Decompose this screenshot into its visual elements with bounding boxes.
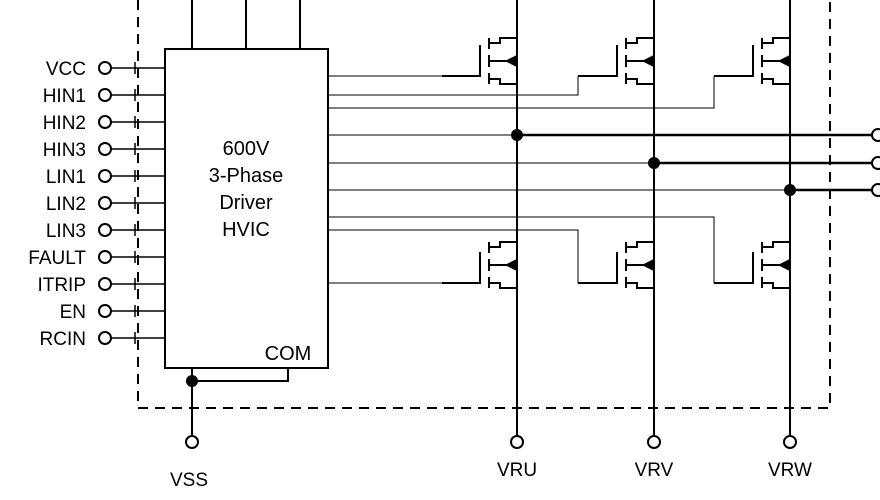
pin-label-rcin: RCIN — [40, 329, 86, 350]
pin-hin1: HIN1 — [43, 86, 165, 107]
vrw-terminal — [783, 435, 797, 449]
driver-ic: 600V 3-Phase Driver HVIC COM — [164, 0, 329, 369]
vss-connection: VSS — [170, 368, 289, 491]
pin-label-en: EN — [60, 302, 86, 323]
pin-label-lin1: LIN1 — [46, 167, 86, 188]
pin-rcin: RCIN — [40, 329, 165, 350]
mosfet-high-u — [442, 37, 518, 85]
vru-label: VRU — [497, 460, 537, 481]
vrv-label: VRV — [635, 460, 674, 481]
mosfet-low-w — [714, 241, 791, 289]
junction-dot — [511, 129, 523, 141]
ic-label-line-4: HVIC — [222, 219, 270, 241]
pin-hin2: HIN2 — [43, 113, 165, 134]
pin-label-hin3: HIN3 — [43, 140, 86, 161]
pin-en: EN — [60, 302, 165, 323]
driver-ic-body — [164, 48, 329, 369]
phase-output-terminals — [871, 128, 880, 197]
phase-v-leg: VRV — [578, 0, 674, 481]
com-pin-label: COM — [265, 343, 312, 365]
phase-output-lines — [517, 133, 876, 192]
pin-lin3: LIN3 — [46, 221, 165, 242]
mosfet-high-v — [578, 37, 655, 85]
module-boundary — [137, 0, 831, 409]
pin-label-hin2: HIN2 — [43, 113, 86, 134]
ic-label-line-3: Driver — [219, 192, 273, 214]
pin-hin3: HIN3 — [43, 140, 165, 161]
ic-label-line-2: 3-Phase — [209, 165, 284, 187]
junction-dot — [186, 375, 198, 387]
pin-label-lin3: LIN3 — [46, 221, 86, 242]
pin-label-lin2: LIN2 — [46, 194, 86, 215]
vrw-label: VRW — [768, 460, 812, 481]
vrv-terminal — [647, 435, 661, 449]
phase-w-leg: VRW — [714, 0, 812, 481]
pin-fault: FAULT — [28, 248, 165, 269]
gate-drive-lines — [328, 75, 790, 284]
pin-itrip: ITRIP — [37, 275, 165, 296]
vru-terminal — [510, 435, 524, 449]
junction-dot — [648, 157, 660, 169]
pin-lin1: LIN1 — [46, 167, 165, 188]
pin-label-fault: FAULT — [28, 248, 86, 269]
vss-terminal — [185, 435, 199, 449]
phase-u-leg: VRU — [442, 0, 537, 481]
mosfet-high-w — [714, 37, 791, 85]
ic-label-line-1: 600V — [223, 138, 270, 160]
pin-label-hin1: HIN1 — [43, 86, 86, 107]
junction-dot — [784, 184, 796, 196]
input-pins: VCC HIN1 HIN2 HIN3 LIN1 — [28, 59, 165, 350]
pin-vcc: VCC — [46, 59, 165, 80]
pin-label-itrip: ITRIP — [37, 275, 86, 296]
vss-label: VSS — [170, 470, 208, 491]
pin-label-vcc: VCC — [46, 59, 86, 80]
mosfet-low-u — [442, 241, 518, 289]
pin-lin2: LIN2 — [46, 194, 165, 215]
mosfet-low-v — [578, 241, 655, 289]
